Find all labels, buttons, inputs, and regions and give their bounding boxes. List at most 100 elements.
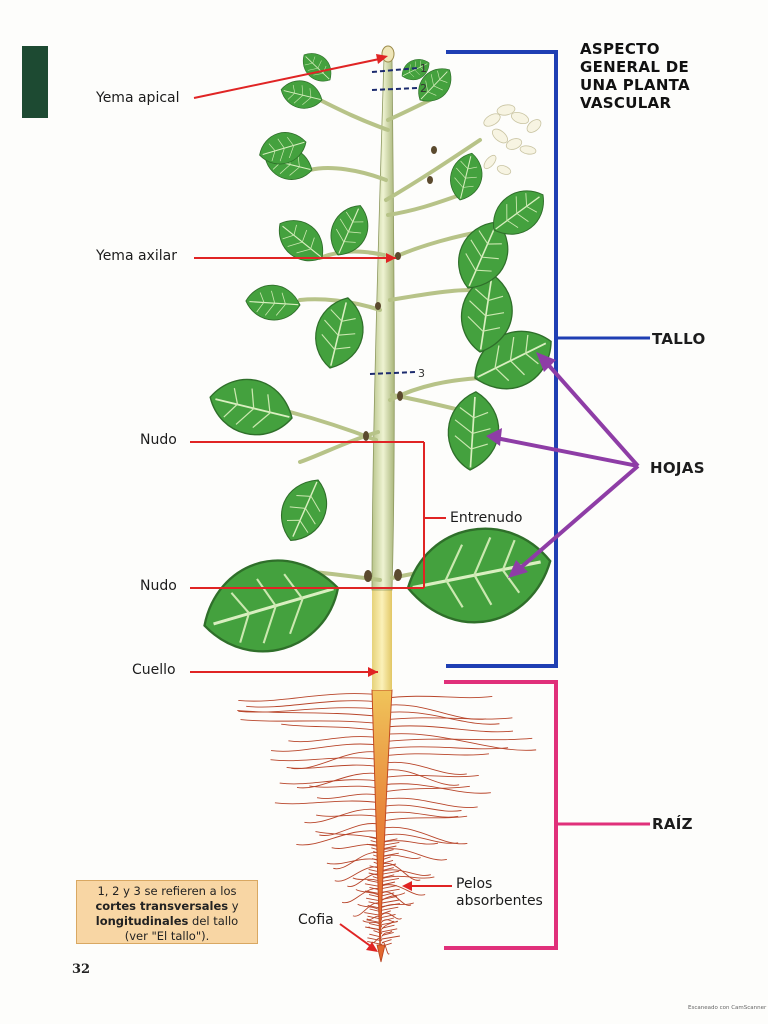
lateral-root — [381, 848, 447, 861]
root-hair — [381, 903, 400, 908]
lateral-root — [352, 902, 383, 917]
scanner-credit: Escaneado con CamScanner — [688, 1005, 767, 1011]
lateral-root — [246, 700, 383, 708]
note-after-bold-2: del tallo — [188, 914, 239, 928]
root-hair — [381, 910, 391, 915]
nodes — [363, 146, 437, 582]
lateral-root — [286, 764, 383, 769]
lateral-root — [381, 785, 470, 793]
title-line-4: VASCULAR — [580, 94, 672, 112]
root-hair — [381, 874, 395, 879]
label-yema-apical: Yema apical — [96, 90, 180, 106]
note-bold-1: cortes transversales — [95, 899, 229, 913]
lateral-root — [270, 743, 383, 752]
lateral-root — [381, 725, 514, 733]
section-mark-1: 1 — [420, 62, 427, 75]
neck-region — [372, 590, 392, 690]
lateral-root — [381, 774, 479, 779]
lateral-root — [381, 695, 493, 700]
lateral-root — [381, 826, 468, 845]
title-line-3: UNA PLANTA — [580, 76, 690, 94]
label-hojas: HOJAS — [650, 459, 705, 477]
lateral-root — [296, 830, 383, 846]
lateral-root — [240, 719, 383, 725]
raiz-bracket — [444, 680, 558, 950]
title-line-1: ASPECTO — [580, 40, 660, 58]
figure-title: ASPECTO GENERAL DE UNA PLANTA VASCULAR — [580, 40, 750, 112]
label-pointers — [190, 57, 452, 951]
main-stem — [371, 57, 395, 591]
lateral-root — [381, 833, 459, 844]
root-hair — [381, 870, 400, 875]
lateral-root — [315, 831, 383, 840]
root-hair — [381, 888, 400, 893]
lateral-root — [238, 693, 383, 702]
lateral-root — [281, 723, 383, 732]
root-hair — [381, 913, 396, 918]
lateral-root — [381, 840, 439, 845]
label-cuello: Cuello — [132, 662, 176, 678]
apical-bud — [381, 45, 395, 63]
lateral-root — [381, 869, 431, 876]
hojas-arrows — [495, 358, 640, 572]
lateral-root — [274, 800, 383, 805]
root-hair — [381, 939, 392, 944]
lateral-root — [381, 717, 513, 721]
lateral-root — [381, 761, 467, 775]
lateral-root — [279, 779, 383, 785]
flower-cluster — [483, 104, 542, 175]
lateral-root — [381, 875, 435, 880]
note-line-1: 1, 2 y 3 se refieren a los — [97, 884, 237, 898]
lateral-root — [237, 709, 383, 718]
label-nudo-lower: Nudo — [140, 578, 177, 594]
root-hair — [381, 881, 396, 886]
root-hair — [381, 931, 394, 936]
lateral-root — [319, 823, 383, 836]
lateral-root — [381, 804, 462, 812]
root-hair — [381, 928, 398, 933]
label-arrowheads — [366, 54, 412, 952]
lateral-root — [381, 711, 500, 725]
label-raiz: RAÍZ — [652, 815, 693, 833]
lateral-root — [381, 797, 478, 808]
root-system — [237, 689, 537, 963]
lateral-root — [381, 912, 402, 920]
lateral-root — [309, 785, 383, 790]
page-number: 32 — [72, 962, 91, 977]
section-mark-2: 2 — [420, 82, 427, 95]
lateral-root — [381, 884, 426, 896]
label-entrenudo: Entrenudo — [450, 510, 523, 526]
section-mark-3: 3 — [418, 367, 425, 380]
root-hair — [381, 935, 400, 940]
lateral-root — [341, 887, 383, 904]
lateral-root — [333, 852, 383, 870]
lateral-root — [238, 707, 383, 713]
label-yema-axilar: Yema axilar — [96, 248, 177, 264]
root-hair — [381, 852, 399, 857]
label-nudo-upper: Nudo — [140, 432, 177, 448]
label-pelos-absorbentes: Pelos absorbentes — [456, 876, 543, 910]
root-hair — [381, 885, 397, 890]
lateral-root — [381, 733, 537, 751]
lateral-root — [381, 746, 509, 750]
root-hair — [381, 906, 399, 911]
label-pelos-line2: absorbentes — [456, 893, 543, 909]
lateral-root — [381, 753, 490, 757]
note-box: 1, 2 y 3 se refieren a los cortes transv… — [76, 880, 258, 944]
label-cofia: Cofia — [298, 912, 334, 928]
root-hair — [381, 899, 400, 904]
title-line-2: GENERAL DE — [580, 58, 689, 76]
hojas-arrowheads — [486, 352, 556, 578]
root-hair — [381, 841, 400, 846]
lateral-root — [316, 814, 383, 818]
lateral-root — [296, 772, 383, 789]
lateral-root — [270, 757, 383, 762]
root-hair — [381, 867, 394, 872]
label-tallo: TALLO — [652, 330, 706, 348]
root-hair — [381, 863, 397, 868]
lateral-root — [381, 811, 459, 818]
note-line-3: longitudinales del tallo — [77, 914, 257, 929]
lateral-root — [288, 736, 383, 743]
